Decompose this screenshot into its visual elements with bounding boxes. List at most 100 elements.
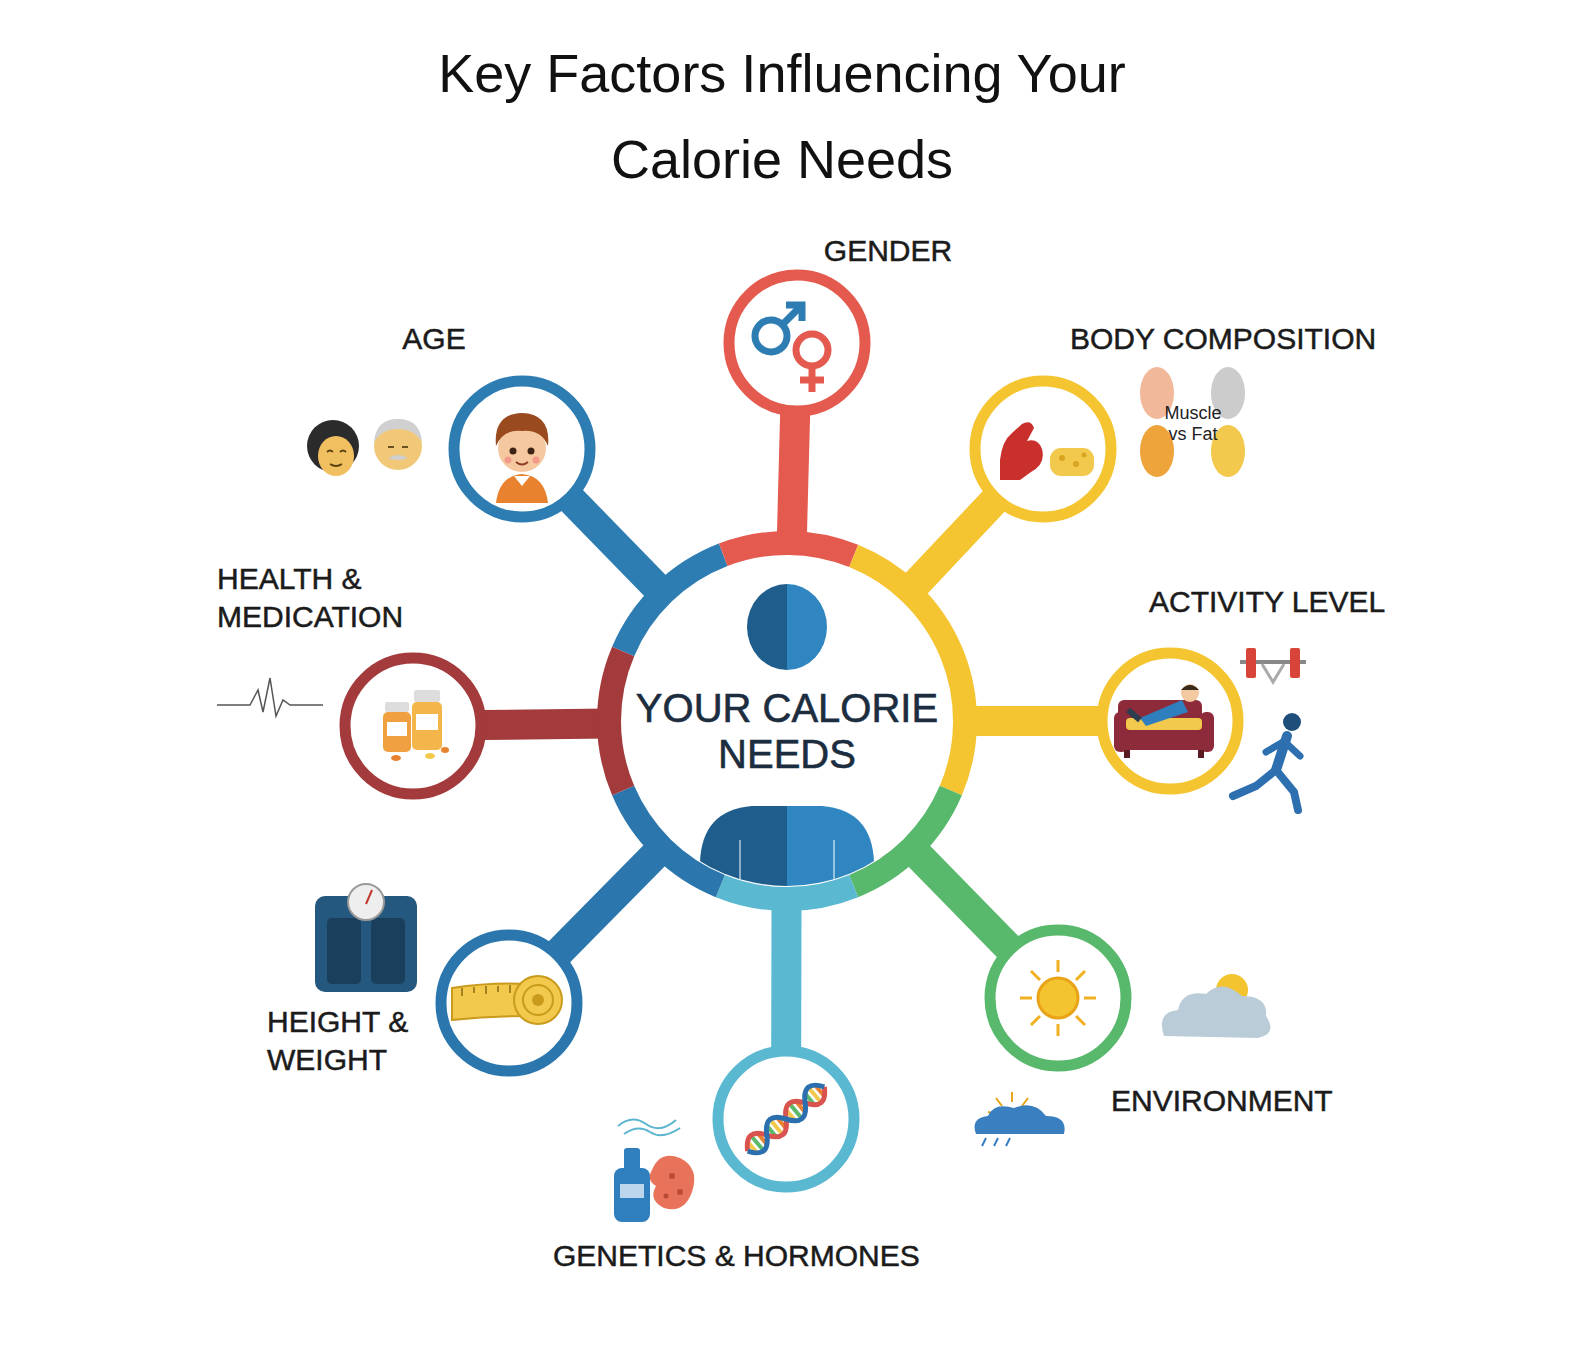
dna-helix xyxy=(741,1079,830,1159)
factor-ring xyxy=(710,1043,862,1195)
bathroom-scale xyxy=(315,884,417,992)
connector-stem xyxy=(792,411,795,543)
bathroom-scale xyxy=(348,884,384,920)
factor-label: BODY COMPOSITION xyxy=(1070,320,1376,358)
factor-circle: ENVIRONMENT xyxy=(982,922,1134,1074)
barbell-icon xyxy=(1240,648,1306,682)
sun-icon xyxy=(1057,1024,1060,1036)
pill-bottles xyxy=(383,712,411,752)
hub-ring-segment xyxy=(609,651,623,790)
measuring-tape xyxy=(514,976,562,1024)
connector-stem xyxy=(909,499,996,592)
note-label: Muscle vs Fat xyxy=(1157,403,1229,445)
gland-icons xyxy=(677,1189,683,1195)
factor-ring xyxy=(433,927,585,1079)
factor-ring xyxy=(729,275,865,411)
gland-icons xyxy=(618,1119,676,1128)
sun-icon xyxy=(1057,960,1060,972)
measuring-tape xyxy=(462,985,510,996)
weather-icon xyxy=(996,1098,1002,1106)
gland-icons xyxy=(614,1168,650,1222)
measuring-tape xyxy=(523,985,553,1015)
weather-icon xyxy=(975,1105,1065,1134)
gender-symbols xyxy=(755,305,828,392)
factor-ring xyxy=(990,930,1126,1066)
measuring-tape xyxy=(509,985,511,993)
factor-label: GENETICS & HORMONES xyxy=(553,1237,920,1275)
gender-symbols xyxy=(800,377,824,384)
elder-faces xyxy=(327,451,333,453)
hub-ring-segment xyxy=(723,543,853,556)
factor-circle: BODY COMPOSITION xyxy=(967,373,1119,525)
weather-icon xyxy=(1022,1098,1028,1106)
dna-helix xyxy=(741,1079,830,1159)
cloud-icon xyxy=(1162,986,1271,1038)
connector-stem xyxy=(965,706,1102,736)
factor-label: AGE xyxy=(402,320,465,358)
muscle-fat-icon xyxy=(1000,422,1043,480)
pill-bottles xyxy=(425,753,435,759)
weather-icon xyxy=(1011,1092,1013,1102)
child-icon xyxy=(533,457,540,464)
measuring-tape xyxy=(532,994,544,1006)
gland-icons xyxy=(624,1148,640,1170)
weather-icon xyxy=(982,1138,1010,1146)
gland-icons xyxy=(650,1156,695,1210)
factor-label: ENVIRONMENT xyxy=(1111,1082,1333,1120)
couch-icon xyxy=(1198,750,1204,758)
sun-icon xyxy=(1020,960,1096,1036)
measuring-tape xyxy=(461,988,463,996)
factor-ring xyxy=(337,650,489,802)
connector-stem xyxy=(911,848,1010,949)
measuring-tape xyxy=(452,976,562,1024)
muscle-fat-icon xyxy=(1082,453,1087,458)
pill-bottles xyxy=(441,747,449,753)
factor-ring xyxy=(1102,653,1238,789)
heartbeat-line xyxy=(217,678,323,716)
hub-ring-segment xyxy=(854,791,951,886)
couch-icon xyxy=(1181,685,1199,690)
factor-circle: ACTIVITY LEVEL xyxy=(1094,645,1246,797)
elder-faces xyxy=(330,464,342,466)
factor-ring xyxy=(718,1051,854,1187)
factor-circle: AGE xyxy=(446,373,598,525)
gland-icons xyxy=(669,1173,675,1179)
diagram-title: Key Factors Influencing Your Calorie Nee… xyxy=(432,30,1132,202)
gland-icons xyxy=(664,1194,669,1199)
sun-icon xyxy=(1031,971,1040,980)
connector-stem xyxy=(569,498,662,594)
muscle-fat-icon xyxy=(1000,422,1094,480)
elder-faces xyxy=(374,419,422,442)
gland-icons xyxy=(614,1119,694,1222)
couch-icon xyxy=(1114,684,1214,758)
bathroom-scale xyxy=(371,918,405,984)
pill-bottles xyxy=(391,755,401,761)
sun-icon xyxy=(1038,978,1078,1018)
factor-label: HEALTH & MEDICATION xyxy=(217,560,427,636)
gender-symbols xyxy=(782,308,799,325)
factor-circle: HEIGHT & WEIGHT xyxy=(433,927,585,1079)
child-icon xyxy=(496,413,549,503)
bathroom-scale xyxy=(327,918,361,984)
hub-label: YOUR CALORIE NEEDS xyxy=(622,685,952,777)
child-icon xyxy=(505,457,512,464)
measuring-tape xyxy=(485,986,487,994)
elder-faces xyxy=(340,451,346,453)
runner-icon xyxy=(1283,713,1301,731)
hub-ring-segment xyxy=(623,555,723,652)
factor-ring xyxy=(721,267,873,419)
connector-stem xyxy=(481,723,609,725)
measuring-tape xyxy=(497,986,499,992)
pill-bottles xyxy=(385,702,409,712)
gland-icons xyxy=(624,1128,680,1135)
factor-ring xyxy=(967,373,1119,525)
sun-icon xyxy=(1020,997,1032,1000)
gender-symbols xyxy=(796,334,828,366)
factor-ring xyxy=(441,935,577,1071)
runner-icon xyxy=(1266,742,1283,752)
barbell-icon xyxy=(1246,648,1256,678)
hub-ring-segment xyxy=(854,556,965,791)
barbell-icon xyxy=(1290,648,1300,678)
